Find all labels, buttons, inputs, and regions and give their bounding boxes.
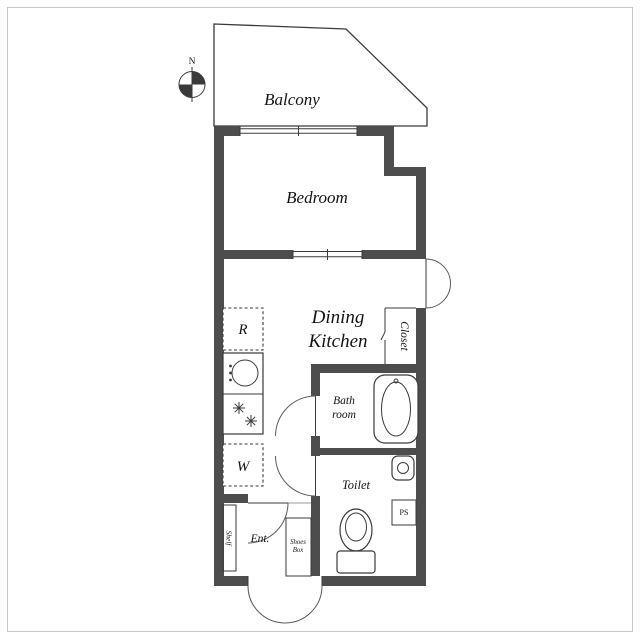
bedroom-label: Bedroom xyxy=(286,188,348,207)
wall-segment xyxy=(362,250,426,259)
closet-label: Closet xyxy=(398,321,410,351)
dining-kitchen-label-1: Dining xyxy=(311,307,365,328)
shoes-box xyxy=(285,517,312,577)
wall-segment xyxy=(384,126,394,176)
compass-quadrant-ne xyxy=(192,71,205,85)
wall-segment xyxy=(311,364,426,373)
toilet-label: Toilet xyxy=(342,478,371,492)
windows xyxy=(239,126,363,260)
stove-burner-icon xyxy=(233,402,245,414)
shoes-box-label-1: Shoes xyxy=(290,539,306,546)
wall-segment xyxy=(416,167,426,259)
toilet-bowl-icon xyxy=(339,508,373,552)
bathroom-label-2: room xyxy=(332,409,356,421)
wall-segment xyxy=(214,250,293,259)
toilet-bowl-inner xyxy=(345,512,367,542)
balcony-outline xyxy=(213,23,428,127)
shoes-box-label-2: Box xyxy=(293,547,304,554)
toilet-fixtures: PS xyxy=(336,455,417,574)
toilet-tank-icon xyxy=(336,550,376,574)
closet-door-hinge-tick xyxy=(380,331,386,341)
bath-door-arc xyxy=(275,395,316,437)
shelf-box xyxy=(222,504,237,572)
pipe-space-label: PS xyxy=(400,508,409,517)
compass-quadrant-sw xyxy=(179,84,192,98)
kitchen-fixtures: R W xyxy=(222,307,264,487)
balcony-window xyxy=(239,126,358,136)
toilet-door-arc xyxy=(275,455,316,497)
washer-box xyxy=(222,443,264,487)
washer-label: W xyxy=(237,459,251,475)
faucet-dot xyxy=(229,364,232,368)
dining-kitchen-label-2: Kitchen xyxy=(307,331,367,352)
wall-segment xyxy=(214,126,224,586)
shelf-label: Shelf xyxy=(225,531,234,547)
dk-door-arc xyxy=(425,258,451,309)
washbasin-icon xyxy=(391,455,415,481)
wall-segment xyxy=(214,126,240,136)
wall-segment xyxy=(311,436,320,456)
compass-icon: N xyxy=(178,57,206,102)
walls xyxy=(214,126,426,586)
room-labels: Bedroom Dining Kitchen Closet Bath room … xyxy=(250,188,410,545)
pipe-space-box xyxy=(391,499,417,526)
refrigerator-box xyxy=(222,307,264,351)
hall-door-arc xyxy=(247,502,289,544)
sink-icon xyxy=(231,359,259,387)
balcony: Balcony xyxy=(213,23,428,127)
faucet-dot xyxy=(229,371,232,375)
entrance-door-arc xyxy=(247,585,323,624)
wall-segment xyxy=(311,373,320,396)
compass-north-label: N xyxy=(189,57,196,67)
wall-segment xyxy=(416,308,426,586)
wall-segment xyxy=(322,576,426,586)
stove-burner-icon xyxy=(245,415,257,427)
refrigerator-label: R xyxy=(237,322,247,338)
wall-segment xyxy=(384,167,426,176)
bedroom-partition-window xyxy=(292,249,363,260)
wall-segment xyxy=(357,126,394,136)
bathtub-inner xyxy=(381,381,411,437)
wall-segment xyxy=(311,496,320,576)
entrance-fixtures: Shelf Shoes Box xyxy=(222,504,312,577)
entrance-label: Ent. xyxy=(250,533,270,545)
washbasin-bowl xyxy=(397,462,409,474)
faucet-dot xyxy=(229,378,232,382)
bathroom-fixtures xyxy=(373,374,419,444)
page-border xyxy=(7,7,633,632)
wall-segment xyxy=(311,448,426,455)
wall-segment xyxy=(214,576,248,586)
doors xyxy=(247,258,451,624)
bathtub-faucet xyxy=(393,378,399,384)
bathtub-icon xyxy=(373,374,419,444)
balcony-label: Balcony xyxy=(264,90,320,109)
bathroom-label-1: Bath xyxy=(333,395,355,407)
wall-segment xyxy=(214,494,248,503)
